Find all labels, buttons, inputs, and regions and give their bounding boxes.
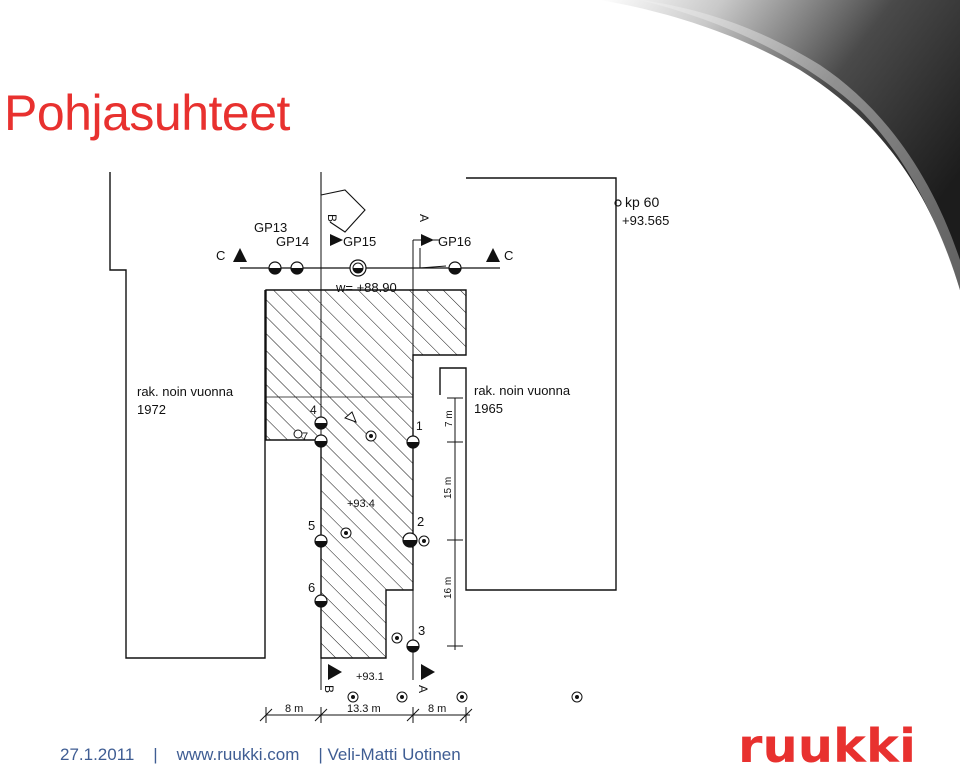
left-building-outline <box>109 172 266 659</box>
section-b-top-label: B <box>325 214 339 222</box>
section-a-top-marker <box>421 234 434 246</box>
level-bottom-label: +93.1 <box>356 671 384 683</box>
point-2-label: 2 <box>417 514 424 529</box>
section-c-left-label: C <box>216 248 225 263</box>
borehole-2 <box>402 532 418 548</box>
borehole-7 <box>314 434 328 448</box>
borehole-3 <box>406 639 420 653</box>
level-mid-label: +93.4 <box>347 498 375 510</box>
borehole-gp14 <box>290 261 304 275</box>
right-building-label: rak. noin vuonna <box>474 383 571 398</box>
section-b-bottom-label: B <box>322 685 336 693</box>
dim-bottom-3: 8 m <box>428 703 446 715</box>
borehole-gp16 <box>448 261 462 275</box>
section-c-right-label: C <box>504 248 513 263</box>
header-swoosh <box>600 0 960 290</box>
footer: 27.1.2011 | www.ruukki.com | Veli-Matti … <box>60 745 461 765</box>
section-b-top-marker <box>330 234 343 246</box>
kp-label: kp 60 <box>625 194 659 210</box>
dimension-line-bottom <box>259 707 473 723</box>
point-5-label: 5 <box>308 518 315 533</box>
footer-separator: | <box>153 745 158 764</box>
section-c-right-marker <box>486 248 500 262</box>
point-1-label: 1 <box>416 419 423 433</box>
kp-level: +93.565 <box>622 213 669 228</box>
footer-website[interactable]: www.ruukki.com <box>176 745 300 764</box>
section-a-bottom-label: A <box>416 685 430 693</box>
hatched-footprint <box>265 289 467 659</box>
site-plan-drawing: rak. noin vuonna 1972 rak. noin vuonna 1… <box>109 172 669 723</box>
dim-right-3: 16 m <box>443 577 454 599</box>
slide-title: Pohjasuhteet <box>4 85 290 141</box>
section-b-bottom-marker <box>328 664 342 680</box>
gp15-label: GP15 <box>343 234 376 249</box>
section-a-top-label: A <box>417 214 431 222</box>
borehole-gp13 <box>268 261 282 275</box>
ruukki-logo-text: ruukki <box>738 726 916 766</box>
section-a-bottom-marker <box>421 664 435 680</box>
dimension-line-right <box>447 397 463 650</box>
gp14-label: GP14 <box>276 234 309 249</box>
ruukki-logo: ruukki <box>738 726 916 766</box>
borehole-1 <box>406 435 420 449</box>
point-7-label: 7 <box>302 431 308 443</box>
footer-date: 27.1.2011 <box>60 745 135 764</box>
borehole-5 <box>314 534 328 548</box>
borehole-6 <box>314 594 328 608</box>
point-3-label: 3 <box>418 623 425 638</box>
footer-author: | Veli-Matti Uotinen <box>318 745 461 764</box>
gp13-label: GP13 <box>254 220 287 235</box>
left-building-year: 1972 <box>137 402 166 417</box>
point-6-label: 6 <box>308 580 315 595</box>
tree-symbols <box>293 411 583 703</box>
dim-right-2: 15 m <box>443 477 454 499</box>
dim-bottom-1: 8 m <box>285 703 303 715</box>
right-building-year: 1965 <box>474 401 503 416</box>
dim-bottom-2: 13.3 m <box>347 703 381 715</box>
left-building-label: rak. noin vuonna <box>137 384 234 399</box>
point-4-label: 4 <box>310 403 317 417</box>
borehole-gp15 <box>349 259 367 277</box>
right-building-outline <box>439 177 617 591</box>
water-level-label: w= +88.90 <box>335 280 397 295</box>
section-c-left-marker <box>233 248 247 262</box>
gp16-label: GP16 <box>438 234 471 249</box>
dim-right-1: 7 m <box>444 410 455 427</box>
borehole-4 <box>314 416 328 430</box>
